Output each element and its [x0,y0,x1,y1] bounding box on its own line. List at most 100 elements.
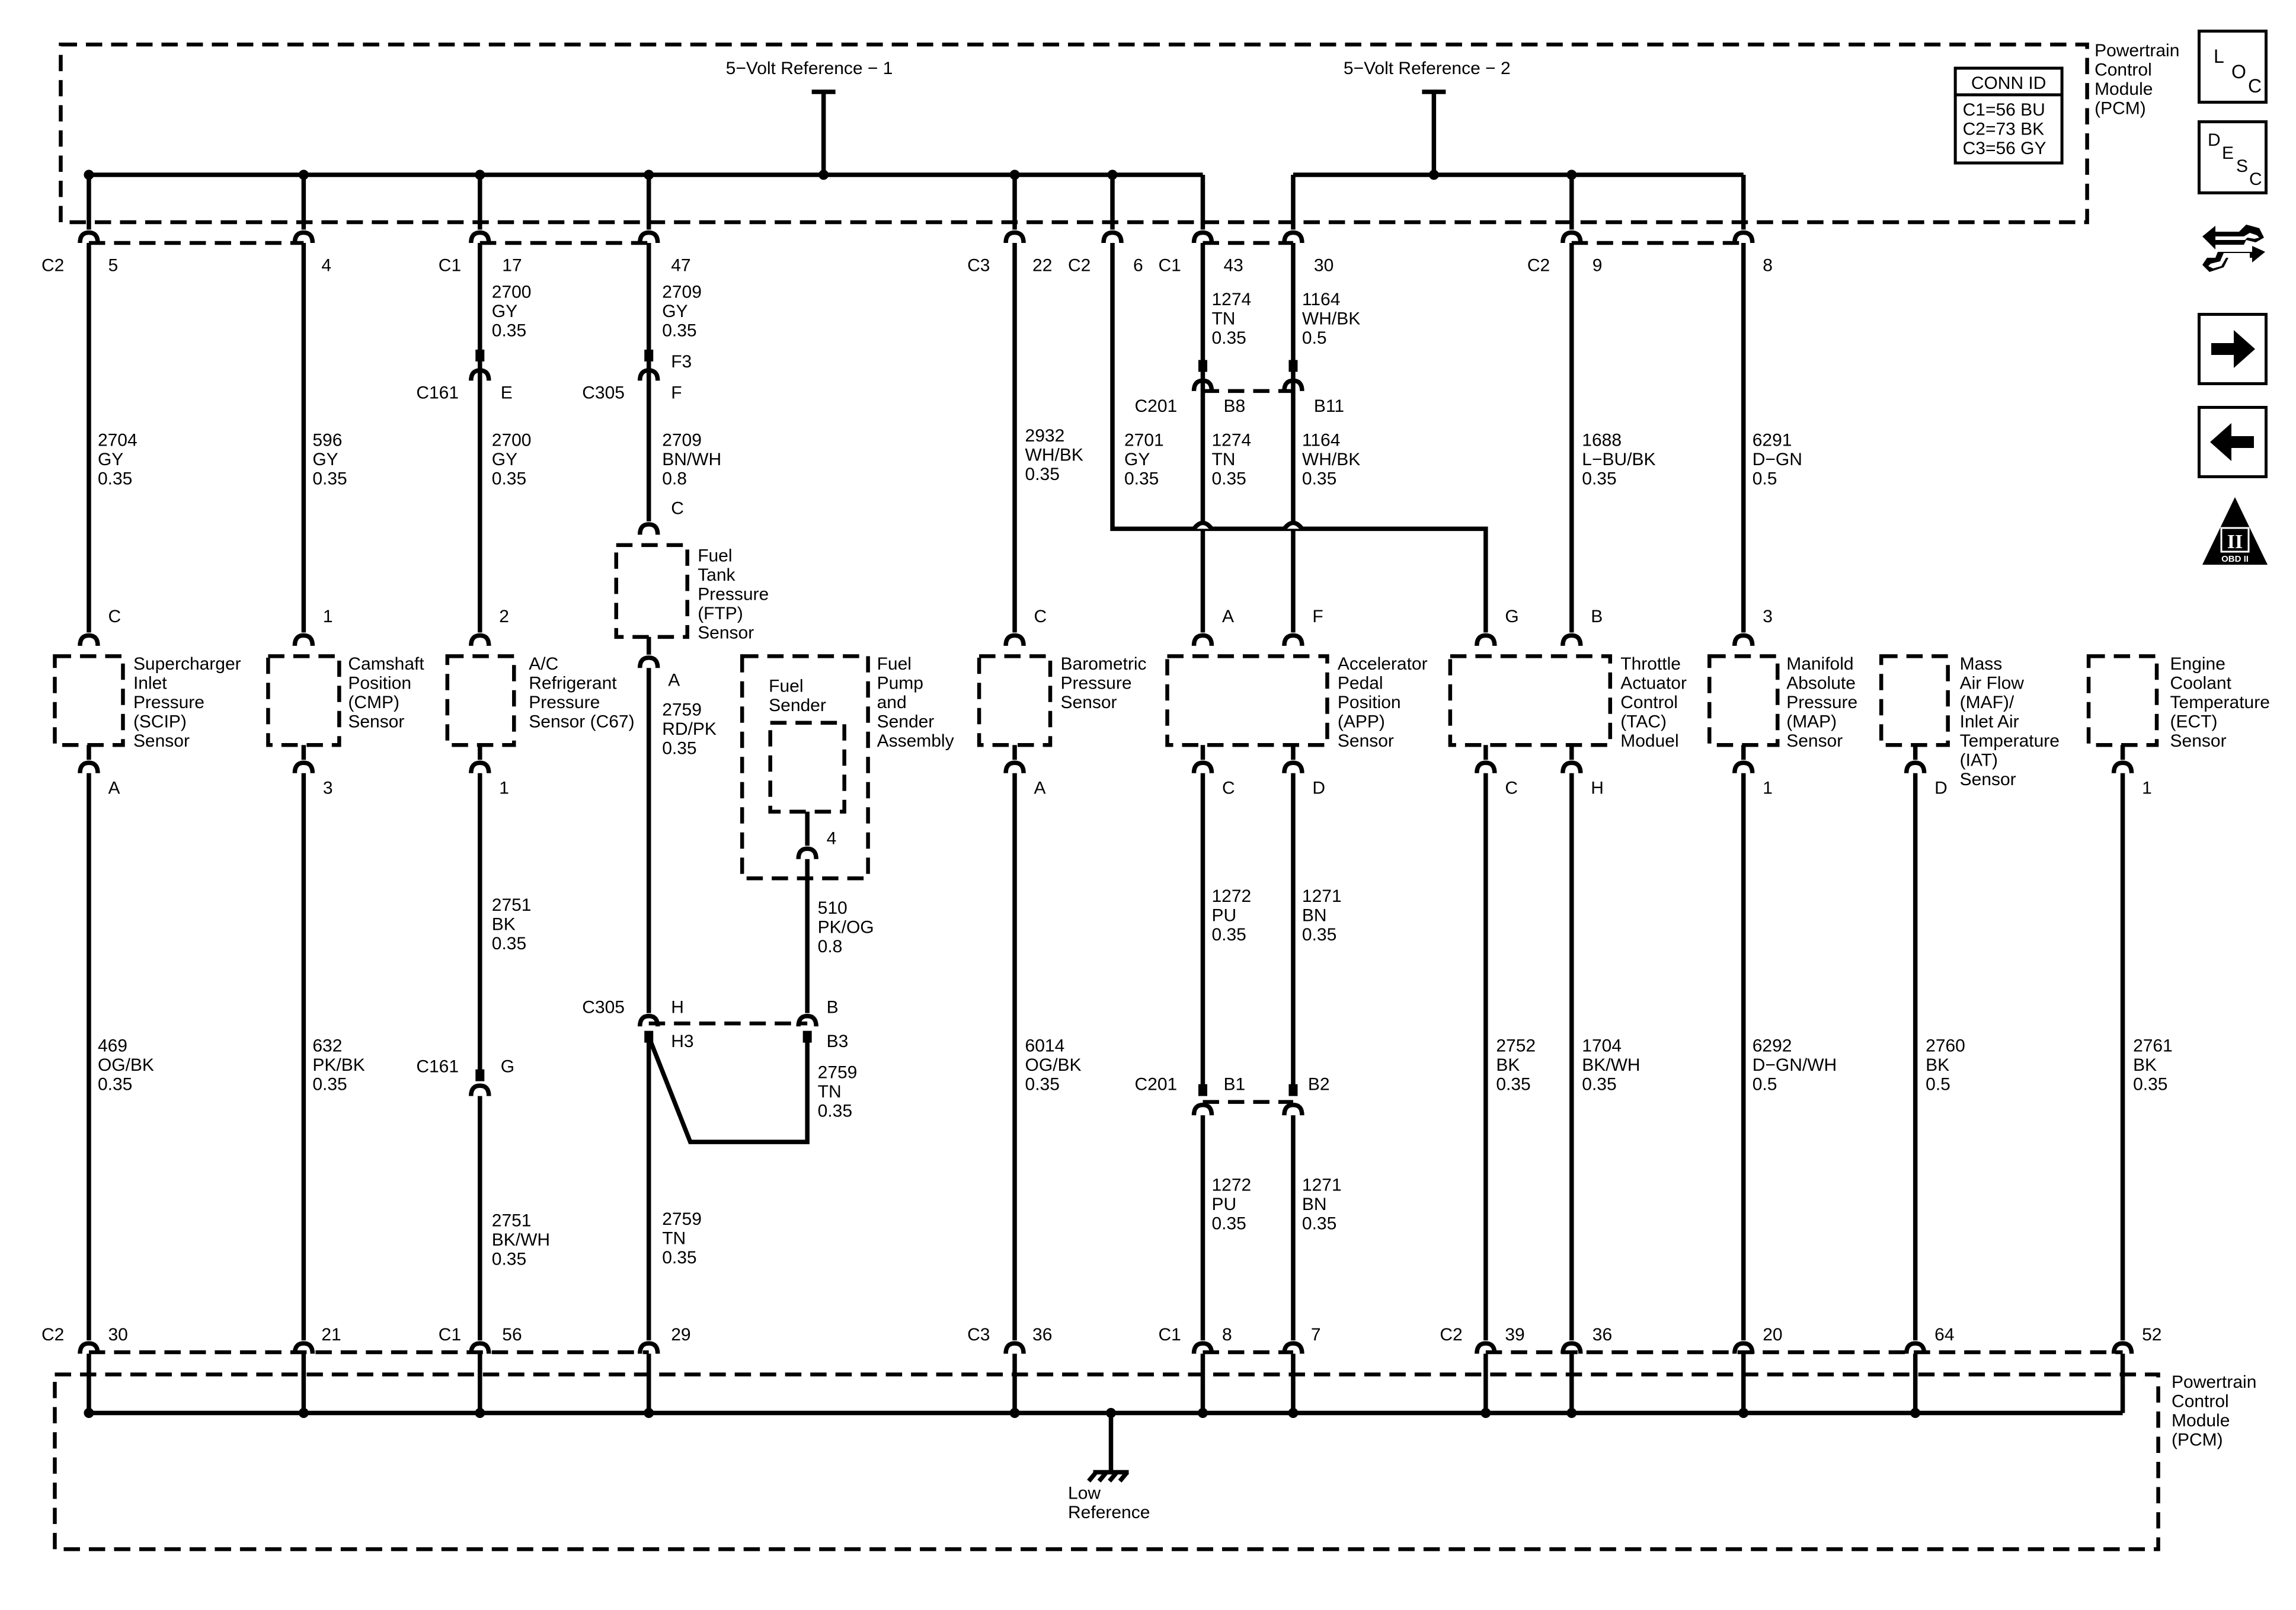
pin-b36-tac: 36 [1593,1325,1612,1345]
connector-end-view-button[interactable] [2198,210,2270,284]
sensor-top-pin-label-app-a: A [1222,607,1234,626]
map-sensor-box [1707,654,1780,747]
wire-2709-upper-line-2: 0.35 [662,321,696,340]
wire-1164-lower-line-0: 1164 [1302,430,1340,450]
sensor-top-pin-label-cmp: 1 [323,607,333,626]
conn-c201-bottom: C201 [1135,1075,1178,1094]
ect-name-line-0: Engine [2170,654,2225,674]
desc-letter-s: S [2236,156,2249,176]
pin-b8: B8 [1223,396,1245,416]
sensor-top-pin-label-baro: C [1034,607,1047,626]
conn-c305-bottom: C305 [582,998,625,1017]
wire-1704-label-line-2: 0.35 [1582,1075,1616,1094]
ect-name-line-4: Sensor [2170,731,2227,751]
ftp-name-line-4: Sensor [698,623,754,642]
wire-2751-lower-label-line-2: 0.35 [492,1250,526,1269]
pin-17: 17 [502,255,522,275]
pin-8: 8 [1763,255,1773,275]
pcm-top-label-line-3: (PCM) [2094,99,2146,119]
wire-2932-line-0: 2932 [1025,426,1065,446]
wire-1274-lower-line-1: TN [1211,450,1235,469]
pcm-top-label-line-1: Control [2094,60,2152,80]
pcm-bottom-pin-8 [1191,1341,1214,1354]
baro-sensor-box [977,654,1053,747]
conn-c2-top-mid: C2 [1068,255,1091,275]
wire-1688-line-0: 1688 [1582,430,1622,450]
scip-name-line-4: Sensor [133,731,190,751]
app-name-line-4: Sensor [1338,731,1394,751]
low-ref-splice-9 [1738,1407,1749,1418]
low-reference-label-line-1: Reference [1068,1503,1150,1522]
ref2-splice-tac [1566,169,1577,180]
scip-name-line-0: Supercharger [133,654,241,674]
wire-1271-lower-label-line-0: 1271 [1302,1176,1342,1195]
wire-2932-line-1: WH/BK [1025,445,1083,465]
low-ref-splice-0 [84,1407,94,1418]
wire-2701-line-2: 0.35 [1124,469,1159,488]
next-page-button[interactable] [2198,313,2268,385]
pin-b11: B11 [1314,396,1344,416]
obd-ii-button[interactable]: II OBD II [2200,495,2270,567]
wire-6014-label-line-0: 6014 [1025,1036,1065,1056]
ect-name-line-1: Coolant [2170,673,2232,693]
app-name-line-0: Accelerator [1338,654,1428,674]
wire-1164-lower-line-1: WH/BK [1302,450,1360,469]
fuel-pump-name-line-2: and [877,693,907,712]
low-ref-splice-8 [1566,1407,1577,1418]
wire-2700-upper-line-0: 2700 [492,282,532,302]
wire-2700-upper-line-1: GY [492,302,517,321]
c161-bottom-cup [469,1083,491,1096]
sensor-bottom-pin-maf [1904,760,1927,773]
wire-2709-lower-line-0: 2709 [662,430,702,450]
pin-30: 30 [1314,255,1334,275]
wire-6014-label-line-1: OG/BK [1025,1055,1082,1075]
wire-2752-label-line-0: 2752 [1496,1036,1536,1056]
pcm-top-pin-app-a [1191,230,1214,244]
wire-2700-lower-line-1: GY [492,450,517,469]
conn-c161-bottom: C161 [416,1057,459,1077]
pin-f3: F3 [671,352,692,372]
location-button[interactable]: L O C [2198,30,2268,104]
sensor-bottom-pin-label-scip: A [108,779,120,798]
pcm-top-pin-ftp [637,230,660,244]
wire-2751-upper-label-line-2: 0.35 [492,934,526,953]
wire-2704-line-2: 0.35 [98,469,132,488]
c305-b-cup [796,1013,818,1027]
ect-name-line-3: (ECT) [2170,712,2218,731]
conn-c2-top-left: C2 [41,255,64,275]
sensor-bottom-pin-label-maf: D [1934,779,1948,798]
sensor-top-pin-scip [78,633,100,646]
wire-469-label-line-2: 0.35 [98,1075,132,1094]
previous-page-button[interactable] [2198,406,2268,478]
wire-596-line-1: GY [312,450,338,469]
pcm-bottom-label-line-3: (PCM) [2172,1430,2223,1449]
pcm-bottom-label-line-2: Module [2172,1411,2230,1430]
map-name-line-3: (MAP) [1786,712,1837,731]
ftp-pin-c: C [671,498,684,518]
ref1-splice-center [818,169,829,180]
description-button[interactable]: D E S C [2198,120,2268,194]
sensor-bottom-pin-scip [78,760,100,773]
wire-2759-mid-line-2: 0.35 [818,1102,852,1121]
pin-b7: 7 [1311,1325,1321,1345]
ac-name-line-0: A/C [529,654,558,674]
pin-47: 47 [671,255,690,275]
ground-hatch-2 [1108,1471,1119,1483]
sensor-top-pin-tac-g [1475,633,1497,646]
pcm-bottom-pin-36 [1003,1341,1026,1354]
pin-b1: B1 [1223,1075,1245,1094]
sensor-bottom-pin-tac-h [1560,760,1583,773]
ftp-name-line-0: Fuel [698,546,732,565]
conn-id-line-2: C3=56 GY [1963,139,2046,158]
pin-4: 4 [321,255,331,275]
pin-b8: 8 [1222,1325,1232,1345]
sensor-top-pin-label-ac: 2 [499,607,509,626]
ref1-splice-scip [84,169,94,180]
conn-c2-bottom-left: C2 [41,1325,64,1345]
wire-2709-upper-line-0: 2709 [662,282,702,302]
app-name-line-1: Pedal [1338,673,1383,693]
wire-596-line-0: 596 [312,430,342,450]
pin-b52: 52 [2142,1325,2161,1345]
wire-1271-upper-label-line-1: BN [1302,906,1327,926]
fuel-sender-pin-4: 4 [827,829,837,849]
